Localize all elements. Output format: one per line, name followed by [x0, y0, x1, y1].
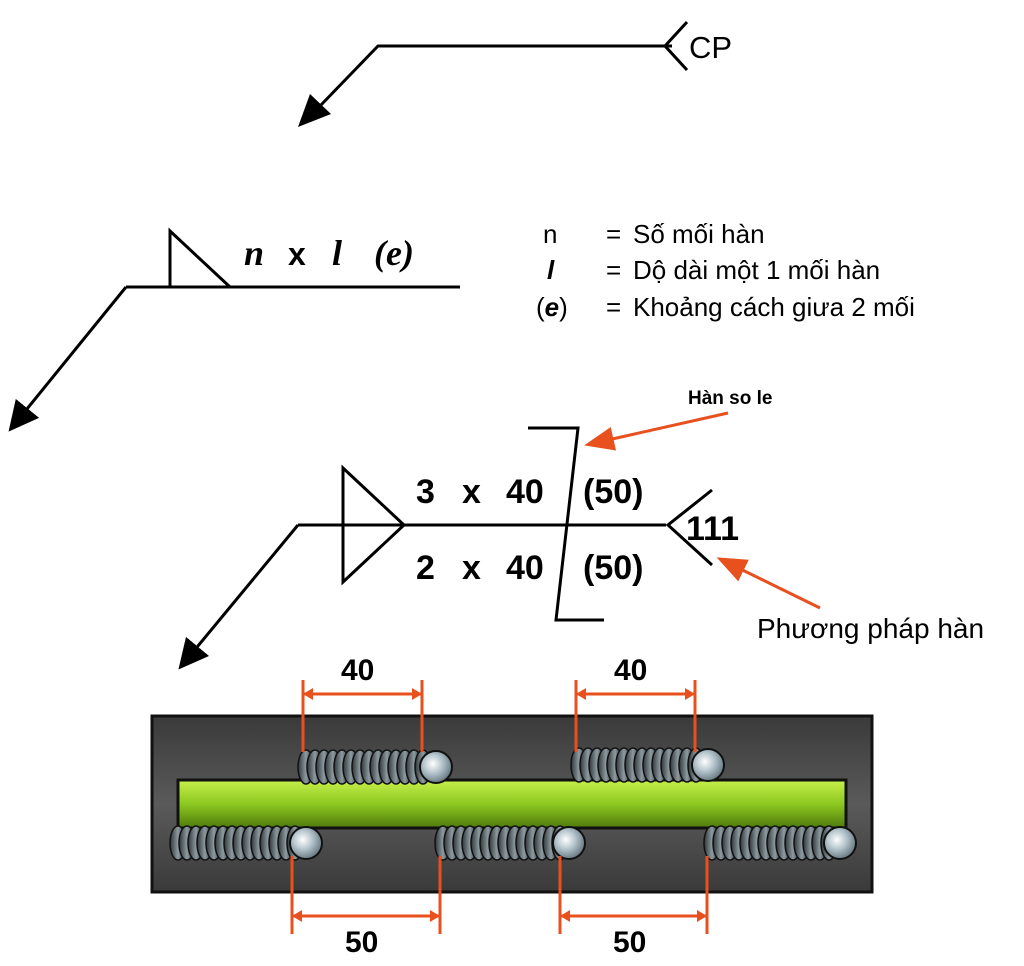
legend-eq-n: = — [606, 219, 621, 249]
example-bottom-l: 40 — [506, 549, 544, 587]
dimension-bottom-left: 50 — [345, 926, 378, 959]
weld-bead — [169, 825, 323, 861]
example-weld-symbol: 3 x 40 (50) 2 x 40 (50) 111 — [178, 426, 739, 670]
callouts: Hàn so le Phương pháp hàn — [584, 388, 984, 644]
dimension-bottom-right: 50 — [613, 926, 646, 959]
dimension-lines — [290, 680, 709, 934]
example-top-x: x — [462, 473, 481, 511]
legend-text-n: Số mối hàn — [633, 219, 765, 249]
plate-illustration — [150, 714, 874, 894]
example-bottom-x: x — [462, 549, 481, 587]
weld-bead — [434, 825, 586, 861]
weld-bead — [570, 747, 725, 783]
generic-l: l — [332, 233, 342, 273]
callout-staggered-label: Hàn so le — [688, 388, 772, 409]
dimension-top-left: 40 — [341, 654, 374, 687]
example-arrow-line — [178, 524, 300, 670]
generic-weld-symbol: n x l (e) — [8, 227, 460, 432]
legend-text-l: Dộ dài một 1 mối hàn — [633, 255, 880, 285]
legend-symbol-l: l — [547, 255, 555, 285]
welded-bar — [176, 778, 848, 830]
callout-staggered-arrow — [584, 411, 729, 451]
callout-process-label: Phương pháp hàn — [757, 613, 984, 644]
top-tail-label: CP — [689, 30, 732, 65]
legend-text-e: Khoảng cách giưa 2 mối — [633, 292, 915, 322]
example-top-e: (50) — [583, 473, 643, 511]
generic-n: n — [244, 233, 264, 273]
example-tail-fork — [665, 488, 714, 567]
weld-bead — [703, 825, 857, 861]
generic-arrow-line — [8, 286, 128, 432]
example-top-n: 3 — [416, 473, 435, 511]
example-process-number: 111 — [686, 510, 739, 548]
top-arrow-head-icon — [298, 94, 331, 127]
legend: n = Số mối hàn l = Dộ dài một 1 mối hàn … — [536, 219, 915, 322]
example-bottom-n: 2 — [416, 549, 435, 587]
legend-symbol-e: (e) — [536, 292, 568, 322]
top-reference-line — [318, 44, 672, 108]
weld-bead — [297, 749, 453, 785]
fillet-weld-triangle-icon — [168, 227, 234, 289]
double-fillet-triangle-icon — [341, 464, 407, 586]
legend-eq-l: = — [606, 255, 621, 285]
example-top-l: 40 — [506, 473, 544, 511]
legend-eq-e: = — [606, 292, 621, 322]
example-bottom-e: (50) — [583, 549, 643, 587]
staggered-bracket-icon — [528, 426, 604, 622]
top-tail-fork — [662, 20, 689, 72]
top-arrow-symbol: CP — [298, 20, 732, 127]
generic-e: (e) — [374, 233, 414, 273]
generic-x: x — [288, 236, 306, 272]
weld-beads — [169, 747, 857, 861]
dimension-top-right: 40 — [614, 654, 647, 687]
legend-symbol-n: n — [543, 219, 557, 249]
callout-process-arrow — [716, 557, 821, 610]
